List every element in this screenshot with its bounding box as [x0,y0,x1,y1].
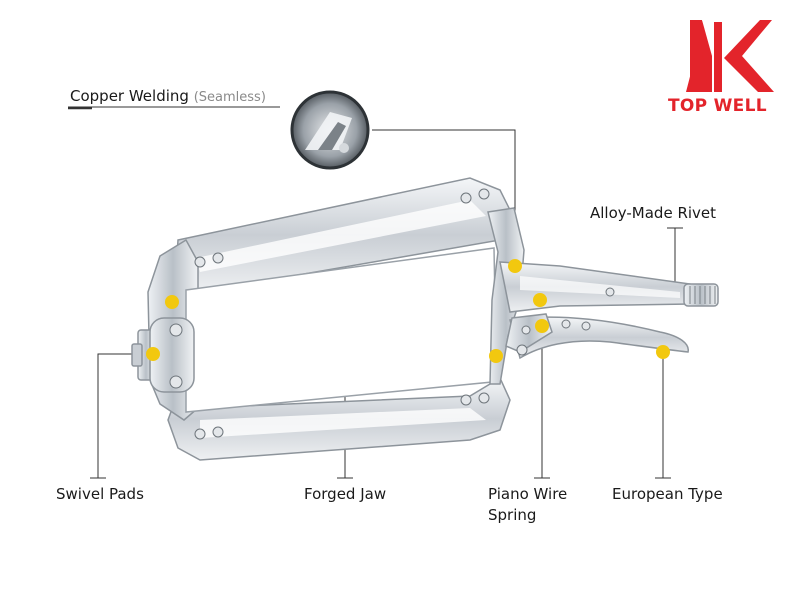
marker-swivel-pads [146,347,160,361]
marker-upper-jaw [508,259,522,273]
label-alloy-rivet: Alloy-Made Rivet [590,204,717,222]
rivets [169,188,615,440]
label-copper-welding: Copper Welding (Seamless) [70,86,266,108]
label-european-type: European Type [612,485,723,503]
brand-name: TOP WELL [668,96,767,116]
marker-forged-jaw-left [165,295,179,309]
label-piano-wire-line2: Spring [488,506,537,524]
label-swivel-pads: Swivel Pads [56,485,144,503]
label-copper-welding-note: (Seamless) [193,90,266,105]
detail-magnifier [290,90,370,170]
marker-alloy-rivet [533,293,547,307]
marker-european-type [656,345,670,359]
callout-markers [146,259,670,363]
clamp-illustration [131,177,719,461]
marker-piano-wire [535,319,549,333]
label-forged-jaw: Forged Jaw [304,485,387,503]
marker-forged-jaw-right [489,349,503,363]
label-piano-wire: Piano Wire Spring [488,484,567,526]
label-copper-welding-text: Copper Welding [70,87,189,105]
label-piano-wire-line1: Piano Wire [488,485,568,503]
logo-mark-icon [686,20,774,92]
